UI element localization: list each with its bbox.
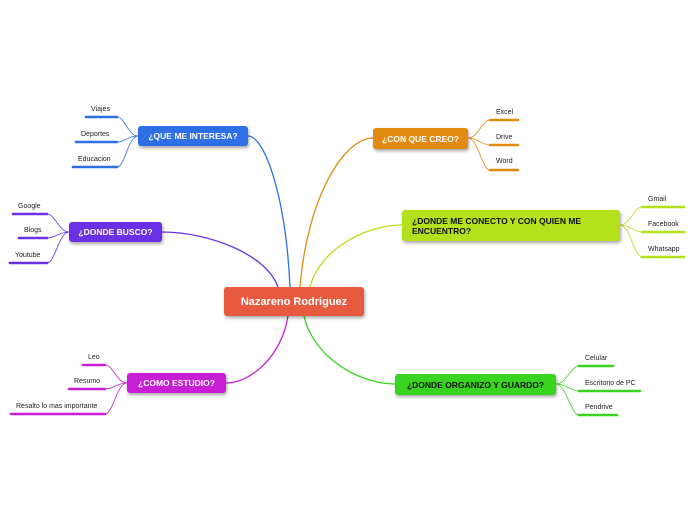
connector-creo-leaf-0 xyxy=(467,119,491,139)
leaf-pendrive[interactable]: Pendrive xyxy=(585,404,613,411)
leaf-drive[interactable]: Drive xyxy=(496,134,513,141)
leaf-facebook[interactable]: Facebook xyxy=(648,221,679,228)
connector-interesa-leaf-0 xyxy=(116,116,139,137)
connector-conecto-leaf-0 xyxy=(619,206,643,226)
connector-busco xyxy=(161,231,279,288)
connector-estudio xyxy=(225,315,289,384)
branch-donde-organizo[interactable]: ¿DONDE ORGANIZO Y GUARDO? xyxy=(395,374,556,395)
connector-creo-leaf-2 xyxy=(467,137,491,171)
connector-creo xyxy=(299,137,374,288)
connector-conecto-leaf-2 xyxy=(619,224,643,258)
branch-donde-me-conecto[interactable]: ¿DONDE ME CONECTO Y CON QUIEN ME ENCUENT… xyxy=(402,210,620,241)
leaf-blogs[interactable]: Blogs xyxy=(24,227,42,234)
leaf-leo[interactable]: Leo xyxy=(88,354,100,361)
leaf-word[interactable]: Word xyxy=(496,158,513,165)
connector-organizo xyxy=(303,315,396,385)
connector-estudio-leaf-0 xyxy=(104,364,128,384)
leaf-excel[interactable]: Excel xyxy=(496,109,514,116)
branch-donde-busco[interactable]: ¿DONDE BUSCO? xyxy=(69,222,162,242)
branch-con-que-creo[interactable]: ¿CON QUE CREO? xyxy=(373,128,468,149)
connector-conecto xyxy=(309,224,403,288)
leaf-celular[interactable]: Celular xyxy=(585,355,608,362)
connector-interesa-leaf-2 xyxy=(116,135,139,168)
branch-como-estudio[interactable]: ¿COMO ESTUDIO? xyxy=(127,373,226,393)
leaf-youtube[interactable]: Youtube xyxy=(15,252,41,259)
leaf-resumo[interactable]: Resumo xyxy=(74,378,101,385)
branch-que-me-interesa[interactable]: ¿QUE ME INTERESA? xyxy=(138,126,248,146)
leaf-resalto[interactable]: Resalto lo mas importante xyxy=(16,403,98,410)
connector-organizo-leaf-0 xyxy=(555,365,580,385)
connector-interesa xyxy=(247,135,291,288)
leaf-whatsapp[interactable]: Whatsapp xyxy=(648,246,680,253)
leaf-viajes[interactable]: Viajes xyxy=(91,106,110,113)
connector-busco-leaf-0 xyxy=(46,213,70,233)
connector-busco-leaf-2 xyxy=(46,231,70,264)
connector-organizo-leaf-2 xyxy=(555,383,580,416)
leaf-gmail[interactable]: Gmail xyxy=(648,196,667,203)
central-topic[interactable]: Nazareno Rodriguez xyxy=(224,287,364,316)
leaf-deportes[interactable]: Deportes xyxy=(81,131,110,138)
leaf-escritorio-de-pc[interactable]: Escritorio de PC xyxy=(585,380,636,387)
connector-estudio-leaf-2 xyxy=(104,382,128,415)
leaf-google[interactable]: Google xyxy=(18,203,41,210)
leaf-educacion[interactable]: Educacion xyxy=(78,156,111,163)
